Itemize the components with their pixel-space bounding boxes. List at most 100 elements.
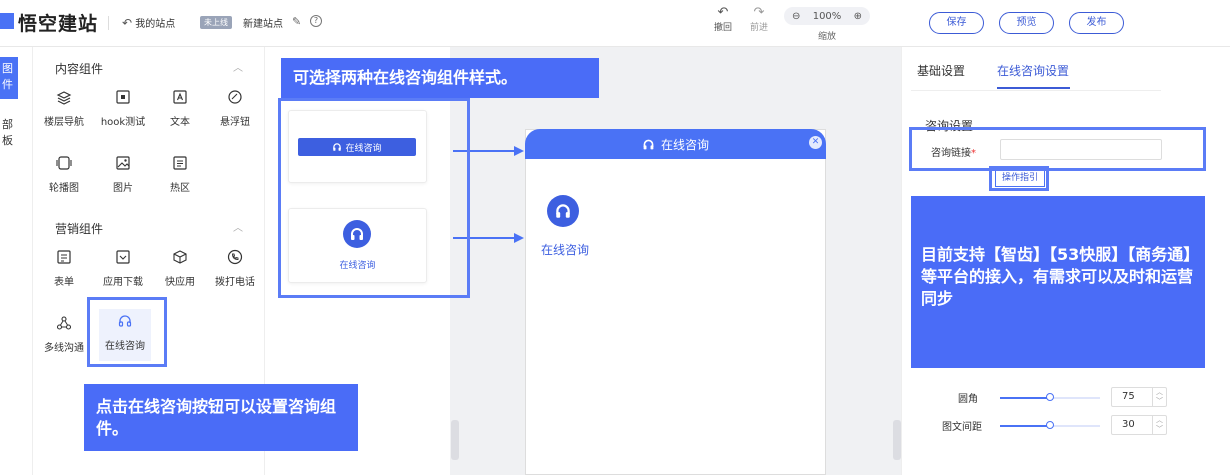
rail-item-templates[interactable]: 部板 — [2, 118, 13, 147]
component-label: 悬浮钮 — [220, 117, 250, 128]
save-button[interactable]: 保存 — [929, 12, 984, 34]
component-label: 应用下载 — [103, 277, 143, 288]
status-badge: 未上线 — [200, 16, 232, 29]
highlight-frame-guide — [989, 166, 1049, 191]
zoom-out-icon[interactable]: ⊖ — [792, 10, 801, 22]
new-site-link[interactable]: 新建站点 — [243, 15, 283, 30]
spacing-label: 图文间距 — [942, 422, 982, 433]
chevron-up-icon[interactable]: ︿ — [233, 223, 243, 234]
logo-mark — [0, 13, 14, 29]
consult-link-input[interactable] — [1000, 139, 1162, 160]
style2-label: 在线咨询 — [339, 261, 376, 271]
headset-icon — [556, 204, 570, 218]
phone-preview — [525, 129, 826, 475]
radius-input[interactable]: 75 ︿﹀ — [1111, 387, 1167, 407]
component-online-consult[interactable]: 在线咨询 — [99, 309, 151, 361]
zoom-control: ⊖ 100% ⊕ — [784, 7, 870, 25]
left-rail: 图件 部板 — [0, 47, 33, 475]
component-image[interactable]: 图片 — [97, 151, 149, 201]
component-float-button[interactable]: 悬浮钮 — [209, 85, 261, 135]
content-section-title: 内容组件 — [55, 62, 104, 76]
arrow-head-icon — [514, 146, 524, 156]
undo-button[interactable]: ↶ 撤回 — [703, 5, 743, 34]
headset-icon — [643, 139, 654, 149]
component-text[interactable]: 文本 — [154, 85, 206, 135]
undo-icon: ↶ — [717, 5, 729, 20]
layers-icon — [56, 91, 72, 105]
collapse-left-handle[interactable] — [451, 420, 459, 460]
close-icon[interactable]: ✕ — [809, 136, 822, 149]
multi-channel-icon — [56, 316, 72, 330]
image-icon — [116, 156, 130, 170]
download-icon — [116, 250, 130, 264]
component-form[interactable]: 表单 — [38, 245, 90, 295]
tab-consult-settings[interactable]: 在线咨询设置 — [997, 64, 1070, 78]
float-button-icon — [228, 90, 242, 104]
component-label: 轮播图 — [49, 183, 79, 194]
component-multi-channel[interactable]: 多线沟通 — [38, 311, 90, 361]
redo-icon: ↷ — [753, 5, 765, 20]
edit-icon[interactable]: ✎ — [292, 15, 302, 28]
phone-icon — [227, 249, 243, 265]
component-label: 在线咨询 — [105, 341, 145, 352]
redo-button[interactable]: ↷ 前进 — [739, 5, 779, 34]
spacing-value: 30 — [1122, 419, 1135, 430]
style1-consult-button: 在线咨询 — [298, 138, 416, 156]
collapse-right-handle[interactable] — [893, 420, 901, 460]
cube-icon — [173, 250, 187, 264]
my-site-label: 我的站点 — [135, 19, 176, 30]
spacing-slider-knob[interactable] — [1046, 421, 1054, 429]
chevron-up-icon[interactable]: ︿ — [233, 63, 243, 74]
tab-basic-settings[interactable]: 基础设置 — [917, 64, 966, 78]
radius-slider-knob[interactable] — [1046, 393, 1054, 401]
radius-slider-fill — [1000, 397, 1050, 399]
component-app-download[interactable]: 应用下载 — [97, 245, 149, 295]
highlight-frame-link — [909, 127, 1206, 171]
top-toolbar: 悟空建站 ↶ 我的站点 未上线 新建站点 ✎ ? ↶ 撤回 ↷ 前进 ⊖ 100… — [0, 0, 1230, 47]
highlight-frame-consult — [87, 297, 167, 367]
component-label: 拨打电话 — [215, 277, 255, 288]
back-arrow-icon: ↶ — [122, 16, 133, 30]
publish-button[interactable]: 发布 — [1069, 12, 1124, 34]
text-icon — [173, 90, 187, 104]
new-site-label: 新建站点 — [243, 19, 283, 30]
style1-button-label: 在线咨询 — [345, 143, 382, 154]
radius-value: 75 — [1122, 391, 1135, 402]
hotspot-icon — [173, 156, 187, 170]
headset-icon — [118, 315, 132, 327]
required-mark: * — [971, 148, 976, 159]
zoom-in-icon[interactable]: ⊕ — [853, 10, 862, 22]
annotation-bottom: 点击在线咨询按钮可以设置咨询组件。 — [84, 384, 358, 451]
component-quick-app[interactable]: 快应用 — [154, 245, 206, 295]
spinner-icon[interactable]: ︿﹀ — [1152, 416, 1166, 434]
phone-consult-header[interactable]: 在线咨询 — [525, 129, 826, 159]
carousel-icon — [56, 156, 72, 170]
headset-icon — [333, 143, 342, 151]
zoom-label: 缩放 — [817, 32, 836, 42]
component-label: 表单 — [54, 277, 74, 288]
help-icon[interactable]: ? — [310, 15, 322, 27]
app-title: 悟空建站 — [18, 13, 99, 35]
arrow-line — [453, 237, 515, 239]
component-hook-test[interactable]: hook测试 — [97, 85, 149, 135]
headset-icon — [351, 228, 363, 240]
phone-consult-circle[interactable] — [547, 195, 579, 227]
component-phone-call[interactable]: 拨打电话 — [209, 245, 261, 295]
preview-button[interactable]: 预览 — [999, 12, 1054, 34]
component-label: 热区 — [170, 183, 190, 194]
component-hotspot[interactable]: 热区 — [154, 151, 206, 201]
form-icon — [57, 250, 71, 264]
component-label: 图片 — [113, 183, 133, 194]
annotation-right: 目前支持【智齿】【53快服】【商务通】等平台的接入，有需求可以及时和运营同步 — [911, 196, 1205, 368]
spacing-input[interactable]: 30 ︿﹀ — [1111, 415, 1167, 435]
my-site-link[interactable]: ↶ 我的站点 — [122, 15, 175, 30]
divider — [108, 16, 109, 30]
spinner-icon[interactable]: ︿﹀ — [1152, 388, 1166, 406]
tab-divider — [911, 90, 1161, 91]
rail-item-components[interactable]: 图件 — [0, 57, 18, 99]
highlight-frame-styles — [278, 98, 470, 298]
component-floor-nav[interactable]: 楼层导航 — [38, 85, 90, 135]
component-carousel[interactable]: 轮播图 — [38, 151, 90, 201]
phone-item-label: 在线咨询 — [541, 243, 590, 257]
annotation-top: 可选择两种在线咨询组件样式。 — [281, 58, 599, 98]
